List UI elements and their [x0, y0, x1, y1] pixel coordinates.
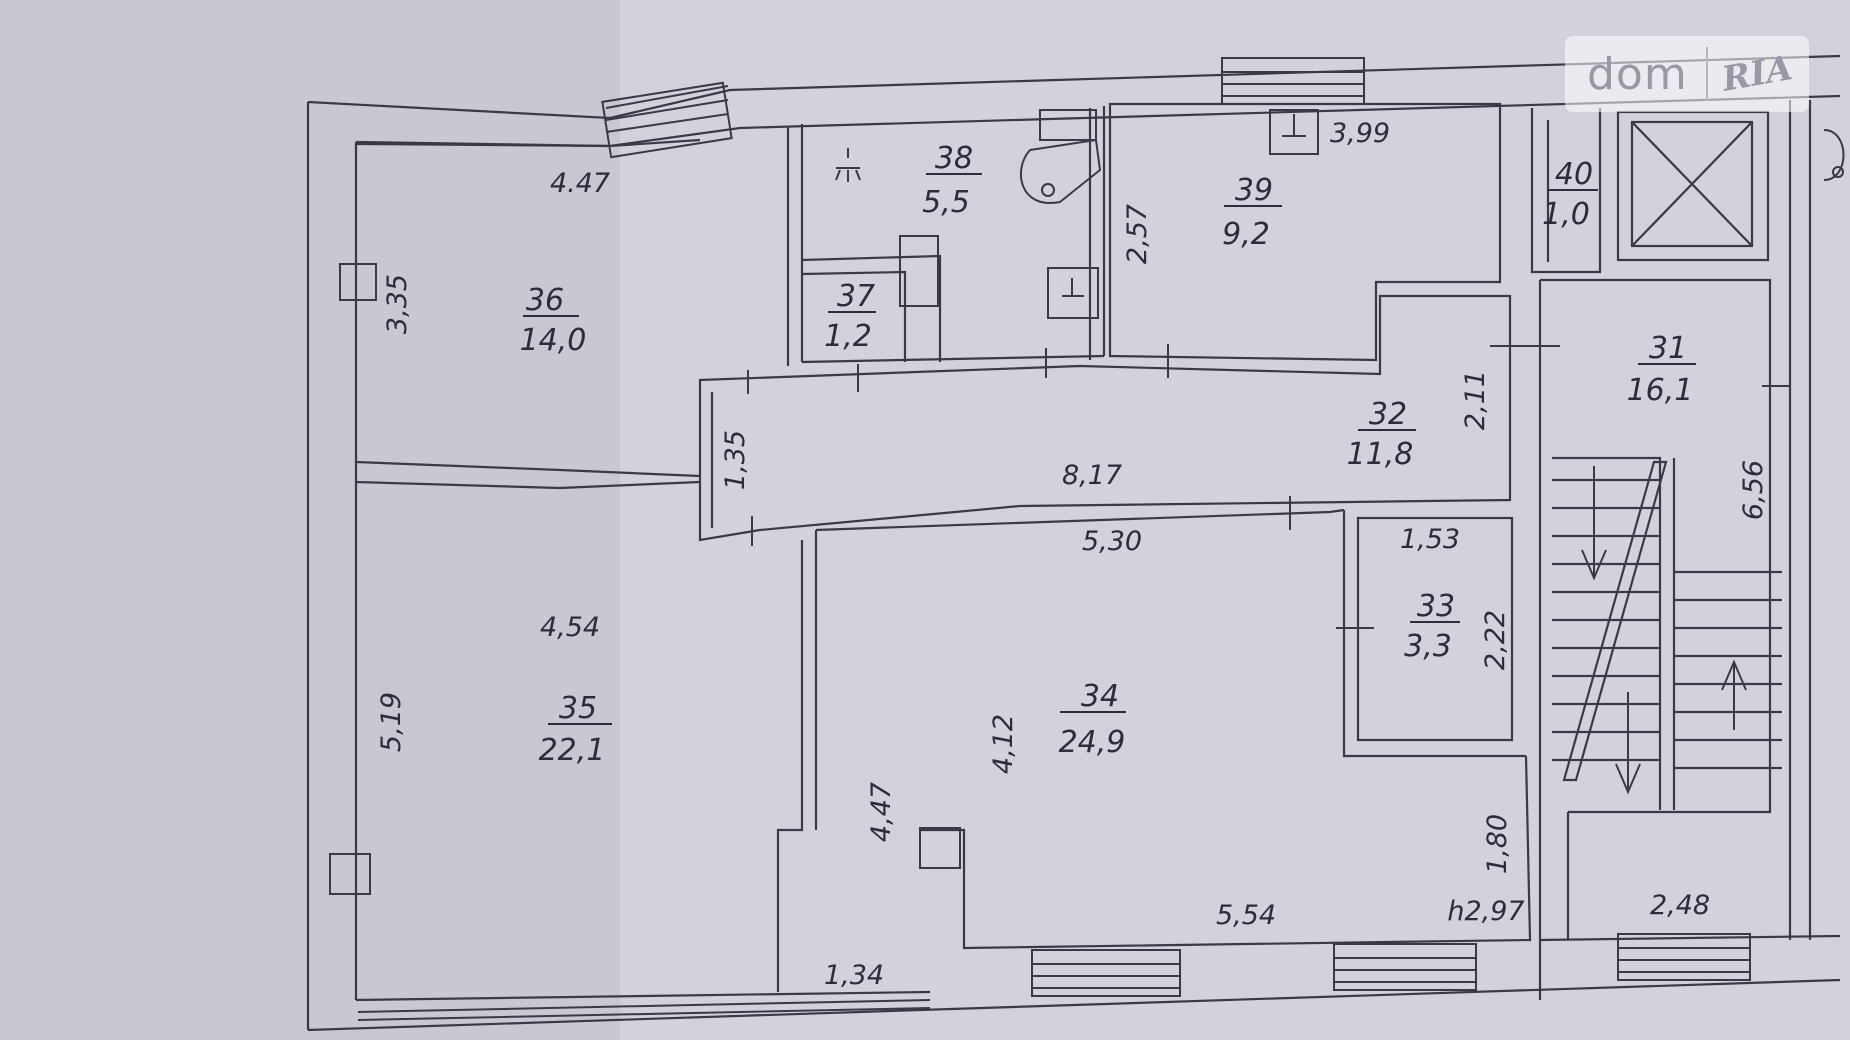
room-33-number: 33 [1417, 589, 1455, 624]
dim-399: 3,99 [1330, 118, 1390, 149]
watermark-divider [1705, 47, 1708, 101]
room-36-area: 14,0 [520, 323, 587, 358]
column-bottom [329, 853, 371, 895]
stair-arrows [1581, 466, 1747, 795]
door-ticks [747, 344, 1790, 629]
room-35-area: 22,1 [539, 733, 606, 768]
washer [1269, 109, 1319, 155]
dim-447-top: 4.47 [550, 168, 610, 199]
watermark-brand-ria: RIA [1718, 48, 1796, 100]
room-40-area: 1,0 [1542, 197, 1590, 232]
room-labels: 36 14,0 35 22,1 37 1,2 38 5,5 39 9,2 40 … [520, 141, 1696, 768]
room-31-area: 16,1 [1627, 373, 1694, 408]
room-39-number: 39 [1235, 173, 1273, 208]
dim-817: 8,17 [1062, 460, 1122, 491]
watermark-brand: dom [1587, 48, 1688, 100]
toilet-tank [1039, 109, 1097, 141]
dim-656: 6,56 [1738, 460, 1769, 520]
room-31-number: 31 [1649, 331, 1687, 366]
room-38-area: 5,5 [922, 185, 970, 220]
dim-180: 1,80 [1482, 814, 1513, 874]
dim-447-side: 4,47 [866, 782, 897, 842]
toilet [1019, 138, 1102, 205]
room-38-number: 38 [935, 141, 973, 176]
shower [835, 148, 861, 182]
dim-412: 4,12 [988, 714, 1019, 774]
dim-335: 3,35 [382, 274, 413, 334]
column-room34 [919, 827, 961, 869]
room-37-number: 37 [837, 279, 875, 314]
cabinet [899, 235, 939, 307]
dimension-labels: 4.47 3,35 3,99 2,57 2,11 1,35 8,17 5,30 … [376, 118, 1769, 991]
windows [357, 57, 1751, 1021]
dim-153: 1,53 [1400, 524, 1460, 555]
room-40-number: 40 [1555, 157, 1593, 192]
room-34-number: 34 [1081, 679, 1119, 714]
room-36-number: 36 [526, 283, 564, 318]
dim-248: 2,48 [1650, 890, 1710, 921]
dim-454: 4,54 [540, 612, 600, 643]
room-35-number: 35 [559, 691, 597, 726]
room-34-area: 24,9 [1059, 725, 1126, 760]
room-39-area: 9,2 [1222, 217, 1270, 252]
dim-134: 1,34 [824, 960, 884, 991]
walls [306, 54, 1841, 1032]
watermark: dom RIA [1565, 36, 1809, 112]
column-top [339, 263, 377, 301]
dim-211: 2,11 [1460, 370, 1491, 430]
dim-519: 5,19 [376, 692, 407, 752]
dim-554: 5,54 [1216, 900, 1276, 931]
room-32-number: 32 [1369, 397, 1407, 432]
dim-222: 2,22 [1480, 610, 1511, 670]
room-37-area: 1,2 [824, 319, 872, 354]
fixtures [329, 109, 1845, 895]
room-32-area: 11,8 [1347, 437, 1414, 472]
room-33-area: 3,3 [1404, 629, 1452, 664]
dim-530: 5,30 [1082, 526, 1142, 557]
dim-135: 1,35 [720, 430, 751, 490]
sink [1047, 267, 1099, 319]
ceiling-height: h2,97 [1447, 896, 1524, 927]
paper-fold-shadow [0, 0, 620, 1040]
dim-257: 2,57 [1122, 204, 1153, 264]
